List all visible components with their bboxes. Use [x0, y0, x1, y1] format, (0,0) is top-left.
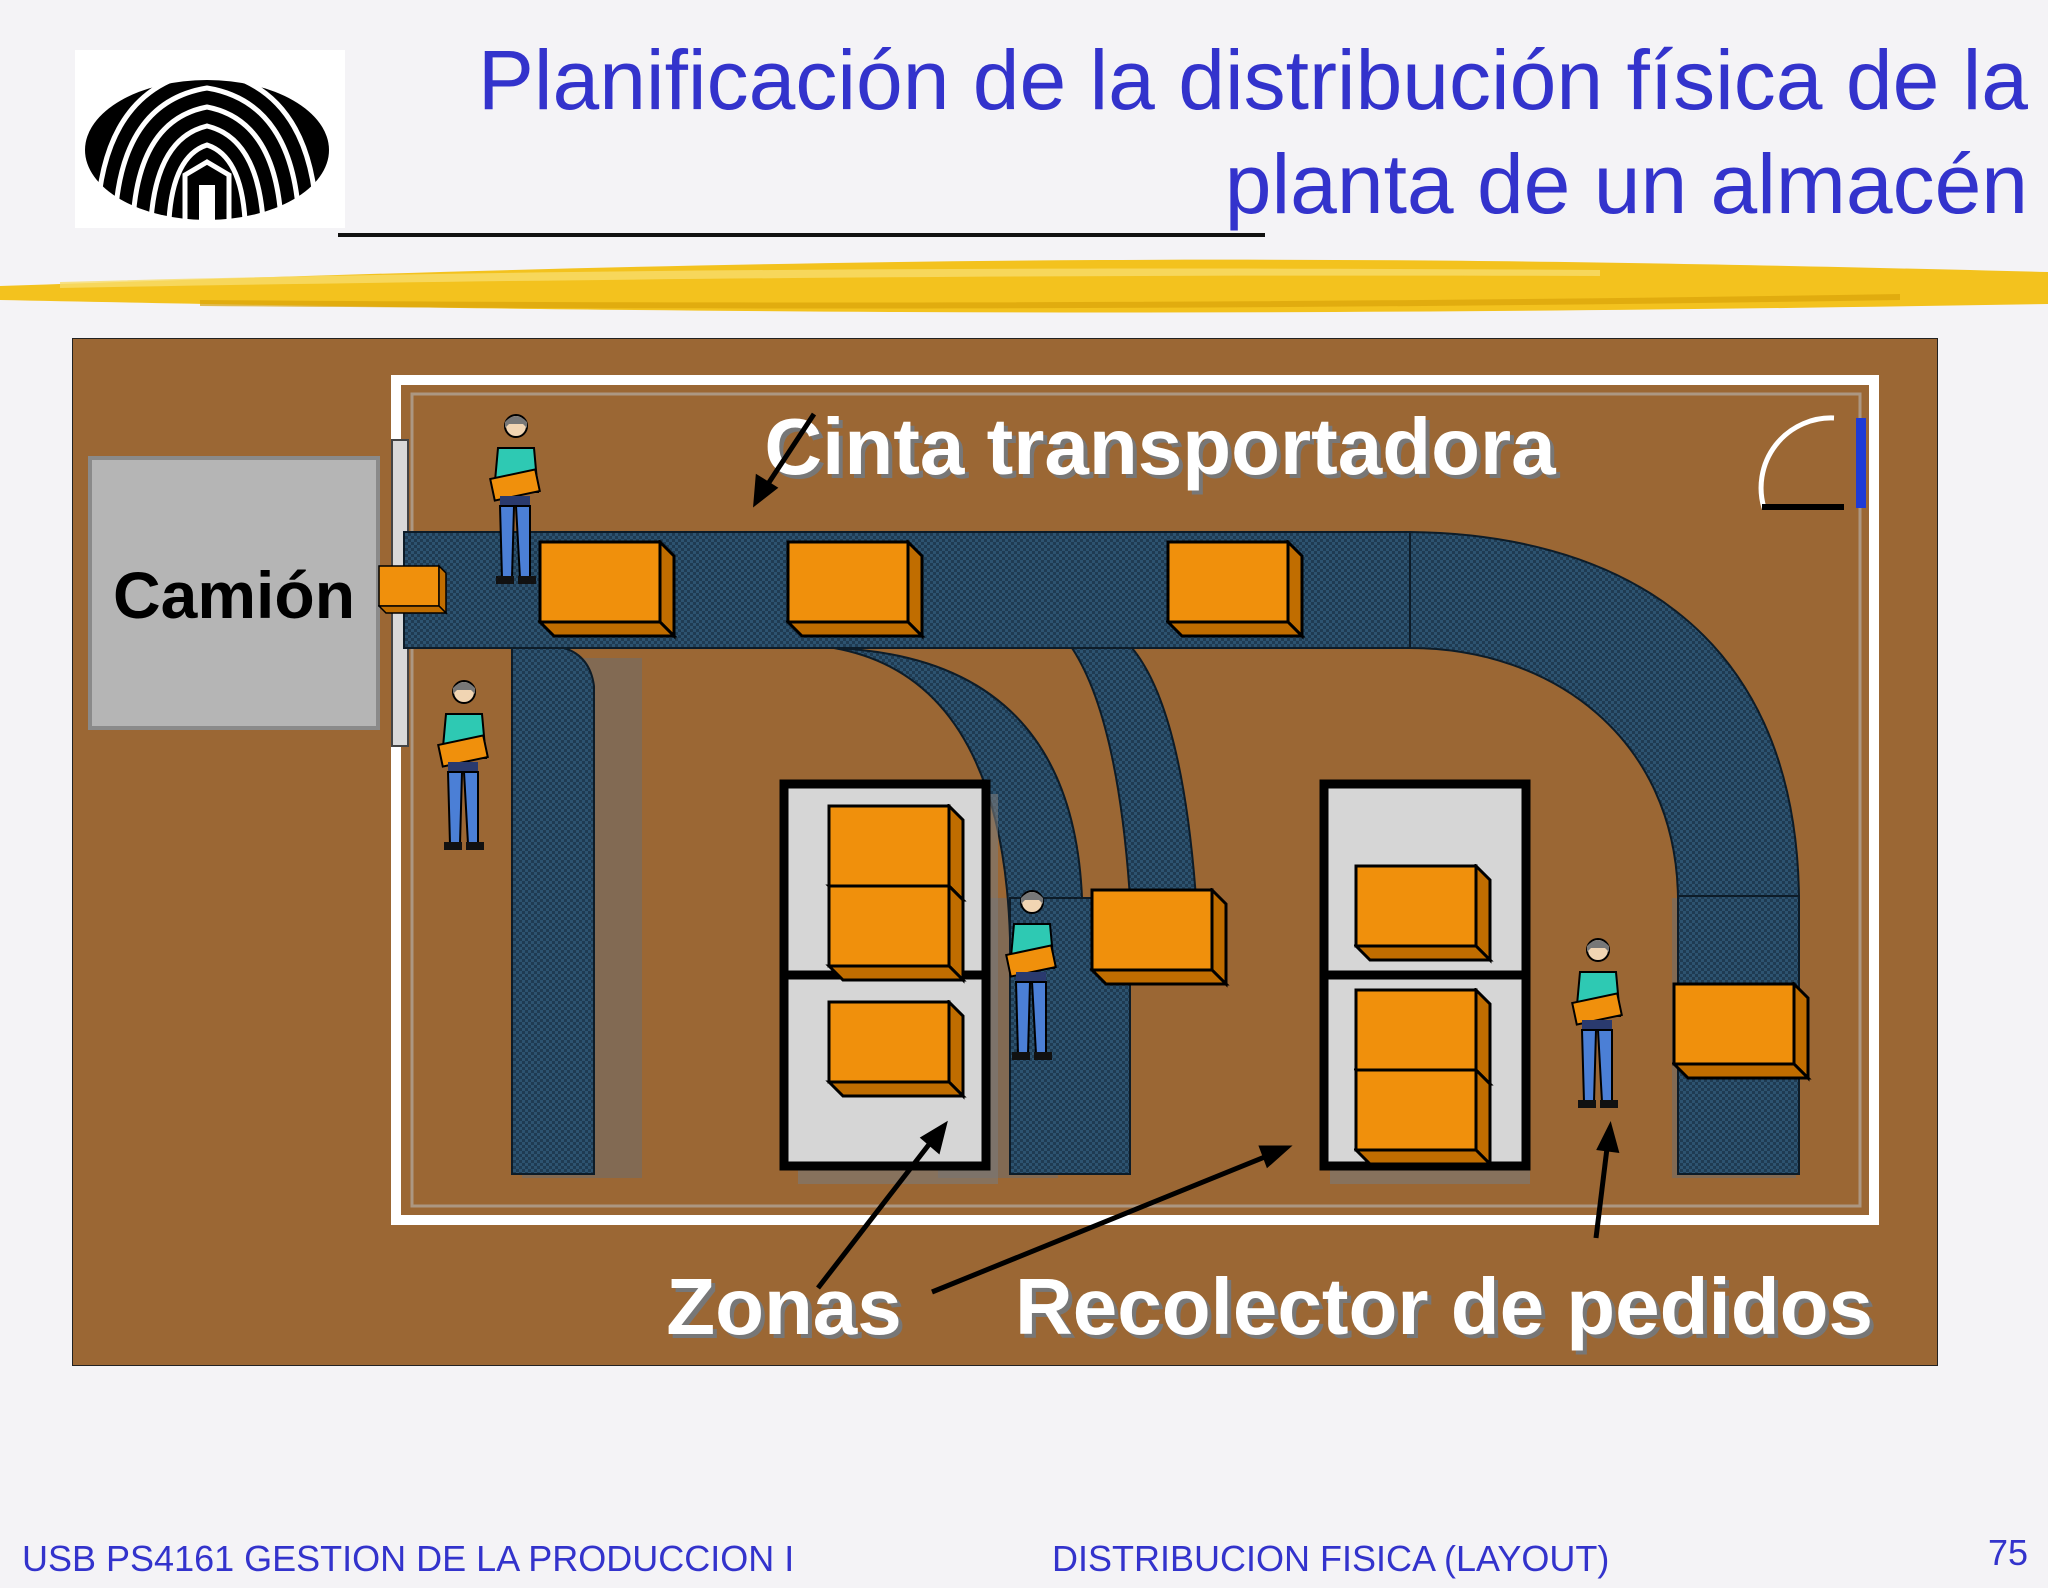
title-underline	[338, 233, 1265, 237]
box-on-conveyor	[1090, 888, 1228, 986]
usb-logo	[75, 50, 345, 228]
warehouse-layout-diagram: Camión	[72, 338, 1938, 1366]
door-arc	[1758, 415, 1835, 509]
warehouse-wall	[391, 375, 1879, 1225]
truck-label: Camión	[113, 558, 355, 632]
box-on-conveyor	[538, 540, 676, 638]
footer-topic: DISTRIBUCION FISICA (LAYOUT)	[1052, 1538, 1610, 1579]
university-logo-icon	[85, 67, 329, 221]
order-picker-label-shadow: Recolector de pedidos	[1019, 1266, 1877, 1355]
arrow-to-zone-right	[931, 1151, 1273, 1295]
order-picker-label: Recolector de pedidos	[1015, 1262, 1873, 1351]
storage-zone-left	[779, 779, 998, 1184]
page-number: 75	[1987, 1532, 2028, 1573]
door	[1856, 418, 1866, 508]
box-on-conveyor	[786, 540, 924, 638]
box-at-dock	[378, 564, 448, 615]
truck	[88, 456, 380, 730]
slide-title: Planificación de la distribución física …	[328, 28, 2028, 236]
title-line-1: Planificación de la distribución física …	[477, 33, 2028, 127]
highlight-brush-stroke	[0, 259, 2048, 313]
box-on-conveyor	[1672, 982, 1810, 1080]
arrow-to-order-picker	[1593, 1139, 1611, 1239]
arrow-to-zone-left	[816, 1136, 936, 1290]
storage-zone-right	[1319, 779, 1531, 1184]
box-on-conveyor	[1166, 540, 1304, 638]
zones-label-shadow: Zonas	[670, 1266, 906, 1355]
zones-label: Zonas	[666, 1262, 902, 1351]
title-line-2: planta de un almacén	[1224, 137, 2028, 231]
conveyor-label-shadow: Cinta transportadora	[768, 406, 1560, 495]
arrow-to-conveyor	[761, 412, 817, 492]
footer-course: USB PS4161 GESTION DE LA PRODUCCION I	[22, 1538, 795, 1579]
conveyor-label: Cinta transportadora	[764, 402, 1556, 491]
